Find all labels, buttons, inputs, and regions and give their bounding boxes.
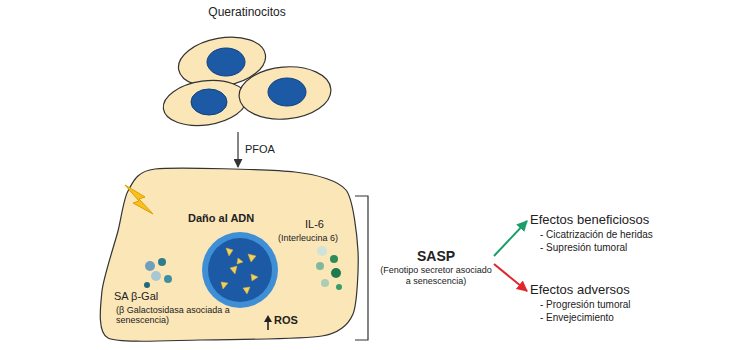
granule-dot [158,258,166,266]
connector-arrow [494,221,527,256]
effect-item: - Progresión tumoral [530,298,631,312]
dna-fragment [226,248,233,256]
sasp-title: SASP [380,248,492,265]
arrow-shaft [267,321,269,330]
dna-fragment [221,282,228,289]
marker-label: SA β-Gal [114,290,158,303]
connector-arrow [494,264,527,291]
effect-item: - Envejecimiento [530,311,631,325]
secreted-dot [331,268,341,278]
secreted-dot [336,284,342,290]
nucleus [208,238,272,302]
dna-fragment [243,287,250,294]
granule-dot [151,271,161,281]
keratinocyte-cells [160,31,333,131]
effects-group: Efectos adversos- Progresión tumoral- En… [530,282,631,325]
effect-heading: Efectos adversos [530,282,631,298]
dna-fragment [248,254,256,262]
senescent-cell: Daño al ADN IL-6 (Interleucina 6) SA β-Gal (… [100,166,360,344]
cell-nucleus [207,48,245,76]
damage-label: Daño al ADN [188,212,254,225]
sasp-block: SASP(Fenotipo secretor asociado a senesc… [380,248,492,286]
granule-dot [144,282,150,288]
connector-arrow [237,132,238,167]
dna-fragment [251,274,258,281]
effect-heading: Efectos beneficiosos [530,212,653,228]
effect-item: - Supresión tumoral [530,241,653,255]
ros-label: ROS [274,314,298,327]
cell-nucleus [191,89,227,115]
sasp-note: (Fenotipo secretor asociado a senescenci… [380,265,492,287]
granule-dot [145,261,155,271]
group-title: Queratinocitos [158,5,336,19]
granule-dot [164,275,172,283]
secreted-dot [317,246,327,256]
cell-cluster: Queratinocitos [158,5,336,130]
cytokine-label: IL-6 [305,218,324,231]
dna-fragment [230,266,237,274]
dna-fragment [237,258,243,264]
dna-fragments [221,248,258,294]
secreted-dot [316,262,324,270]
marker-note: (β Galactosidasa asociada a senescencia) [116,305,244,326]
effect-item: - Cicatrización de heridas [530,228,653,242]
nucleus-rim [202,232,278,308]
edge-label: PFOA [245,143,275,156]
cell-body [160,75,249,130]
cytokine-note: (Interleucina 6) [278,233,338,244]
secreted-dot [321,279,329,287]
cell-nucleus [268,78,306,106]
secreted-dot [330,255,338,263]
cell-membrane [100,168,358,341]
effects-group: Efectos beneficiosos- Cicatrización de h… [530,212,653,255]
cell-body [237,63,333,123]
